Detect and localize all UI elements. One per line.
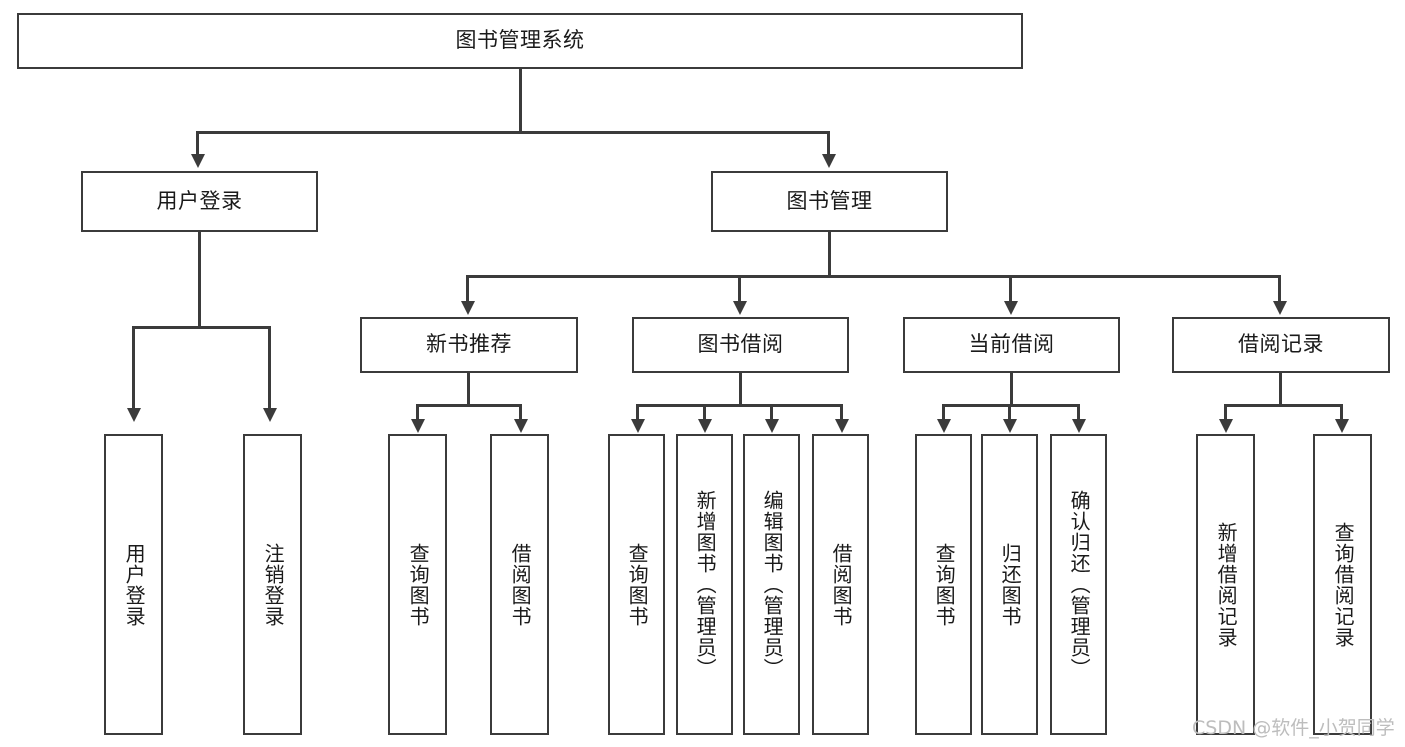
arrowhead-currentborrow-child-3 [1072,419,1086,433]
arrowhead-currentborrow-child-2 [1003,419,1017,433]
connector-borrowrecord-bus [1224,404,1343,407]
connector-userlogin-stem [198,232,201,327]
connector-root-bus [196,131,830,134]
connector-root-to-userlogin [196,131,199,155]
connector-currentborrow-stem [1010,373,1013,405]
connector-currentborrow-branch-2 [1008,404,1011,420]
connector-bookmanage-branch-3 [1009,275,1012,302]
connector-bookborrow-branch-4 [840,404,843,420]
node-leaf-current-borrow-3[interactable]: 确认归还（管理员） [1050,434,1107,735]
node-leaf-new-book-2[interactable]: 借阅图书 [490,434,549,735]
connector-userlogin-branch-1 [132,326,135,409]
connector-currentborrow-branch-3 [1077,404,1080,420]
node-label: 图书管理系统 [455,28,585,53]
node-root-system[interactable]: 图书管理系统 [17,13,1023,69]
node-leaf-current-borrow-1[interactable]: 查询图书 [915,434,972,735]
node-label: 查询图书 [406,542,431,627]
connector-newbook-stem [467,373,470,405]
node-label: 编辑图书（管理员） [760,490,785,679]
node-leaf-book-borrow-1[interactable]: 查询图书 [608,434,665,735]
arrowhead-bookmanage-child-1 [461,301,475,315]
connector-root-stem [519,69,522,132]
node-label: 查询图书 [625,542,650,627]
connector-borrowrecord-branch-1 [1224,404,1227,420]
arrowhead-bookmanage-child-4 [1273,301,1287,315]
connector-bookmanage-branch-2 [738,275,741,302]
node-label: 查询借阅记录 [1331,521,1356,648]
node-label: 查询图书 [932,542,957,627]
connector-newbook-branch-1 [416,404,419,420]
arrowhead-newbook-child-1 [411,419,425,433]
connector-borrowrecord-stem [1279,373,1282,405]
connector-newbook-bus [416,404,522,407]
connector-borrowrecord-branch-2 [1340,404,1343,420]
node-label: 图书管理 [786,188,873,213]
connector-currentborrow-branch-1 [942,404,945,420]
arrowhead-bookmanage-child-2 [733,301,747,315]
connector-userlogin-branch-2 [268,326,271,409]
node-label: 归还图书 [998,542,1023,627]
connector-root-to-bookmanage [827,131,830,155]
arrowhead-bookborrow-child-1 [631,419,645,433]
node-label: 确认归还（管理员） [1067,490,1092,679]
connector-bookmanage-stem [828,232,831,276]
arrowhead-newbook-child-2 [514,419,528,433]
arrowhead-bookborrow-child-4 [835,419,849,433]
node-leaf-current-borrow-2[interactable]: 归还图书 [981,434,1038,735]
connector-newbook-branch-2 [519,404,522,420]
node-borrow-record[interactable]: 借阅记录 [1172,317,1390,373]
node-label: 借阅图书 [829,542,854,627]
node-book-borrow[interactable]: 图书借阅 [632,317,849,373]
connector-bookmanage-branch-4 [1278,275,1281,302]
connector-userlogin-bus [132,326,271,329]
connector-bookmanage-branch-1 [466,275,469,302]
node-label: 用户登录 [122,542,147,627]
node-leaf-borrow-record-2[interactable]: 查询借阅记录 [1313,434,1372,735]
node-leaf-user-login-2[interactable]: 注销登录 [243,434,302,735]
node-label: 借阅图书 [508,542,533,627]
node-book-manage[interactable]: 图书管理 [711,171,948,232]
node-leaf-user-login-1[interactable]: 用户登录 [104,434,163,735]
node-leaf-book-borrow-2[interactable]: 新增图书（管理员） [676,434,733,735]
arrowhead-borrowrecord-child-1 [1219,419,1233,433]
arrowhead-root-to-userlogin [191,154,205,168]
node-label: 注销登录 [261,542,286,627]
connector-bookborrow-stem [739,373,742,405]
node-label: 图书借阅 [697,332,784,357]
connector-bookborrow-branch-2 [703,404,706,420]
arrowhead-userlogin-child-2 [263,408,277,422]
connector-bookborrow-bus [636,404,843,407]
node-leaf-new-book-1[interactable]: 查询图书 [388,434,447,735]
arrowhead-bookborrow-child-3 [765,419,779,433]
node-leaf-book-borrow-3[interactable]: 编辑图书（管理员） [743,434,800,735]
arrowhead-bookborrow-child-2 [698,419,712,433]
connector-currentborrow-bus [942,404,1080,407]
node-label: 用户登录 [156,188,243,213]
node-current-borrow[interactable]: 当前借阅 [903,317,1120,373]
connector-bookborrow-branch-1 [636,404,639,420]
arrowhead-bookmanage-child-3 [1004,301,1018,315]
connector-bookmanage-bus [466,275,1278,278]
node-leaf-borrow-record-1[interactable]: 新增借阅记录 [1196,434,1255,735]
node-new-book-recommend[interactable]: 新书推荐 [360,317,578,373]
node-label: 当前借阅 [968,332,1055,357]
node-user-login[interactable]: 用户登录 [81,171,318,232]
node-label: 新书推荐 [426,332,512,357]
node-label: 借阅记录 [1238,332,1324,357]
arrowhead-userlogin-child-1 [127,408,141,422]
arrowhead-borrowrecord-child-2 [1335,419,1349,433]
node-leaf-book-borrow-4[interactable]: 借阅图书 [812,434,869,735]
node-label: 新增图书（管理员） [693,490,718,679]
arrowhead-currentborrow-child-1 [937,419,951,433]
arrowhead-root-to-bookmanage [822,154,836,168]
connector-bookborrow-branch-3 [770,404,773,420]
node-label: 新增借阅记录 [1214,521,1239,648]
